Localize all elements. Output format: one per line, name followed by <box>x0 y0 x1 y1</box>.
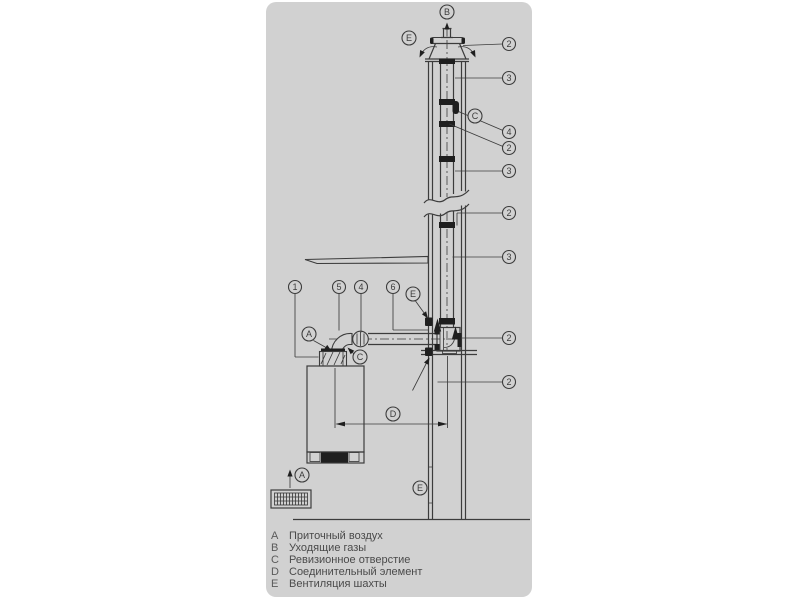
callout-A-mid: A <box>301 326 317 342</box>
callout-3-lower: 3 <box>501 249 517 265</box>
inspection-cover <box>452 101 459 114</box>
callout-2-shaft: 2 <box>501 374 517 390</box>
legend-item-D: D Соединительный элемент <box>271 566 422 578</box>
ceiling-line <box>304 255 429 265</box>
svg-text:1: 1 <box>292 282 297 292</box>
shaft-vent-out-arrows <box>419 46 476 58</box>
legend-label: Ревизионное отверстие <box>289 554 411 566</box>
legend-item-A: A Приточный воздух <box>271 530 422 542</box>
callout-2-tee: 2 <box>501 330 517 346</box>
svg-text:3: 3 <box>506 73 511 83</box>
callout-5: 5 <box>331 279 347 295</box>
svg-text:3: 3 <box>506 166 511 176</box>
svg-text:2: 2 <box>506 333 511 343</box>
svg-text:E: E <box>410 289 416 299</box>
svg-text:E: E <box>406 33 412 43</box>
callout-2-cap: 2 <box>501 36 517 52</box>
callout-C-inspection: C <box>467 108 483 124</box>
callout-E-shaft: E <box>412 480 428 496</box>
svg-text:D: D <box>390 409 397 419</box>
callout-6: 6 <box>385 279 401 295</box>
callout-E-top: E <box>401 30 417 46</box>
legend-key: B <box>271 542 279 554</box>
svg-text:2: 2 <box>506 39 511 49</box>
svg-text:4: 4 <box>358 282 363 292</box>
svg-text:A: A <box>306 329 312 339</box>
svg-text:4: 4 <box>506 127 511 137</box>
callout-1: 1 <box>287 279 303 295</box>
legend-label: Приточный воздух <box>289 530 383 542</box>
svg-text:2: 2 <box>506 143 511 153</box>
legend-key: E <box>271 578 279 590</box>
supply-air-grille <box>270 489 312 509</box>
callout-E-mid: E <box>405 286 421 302</box>
callout-2-mid: 2 <box>501 205 517 221</box>
svg-text:E: E <box>417 483 423 493</box>
svg-text:2: 2 <box>506 377 511 387</box>
callout-B-exhaust: B <box>439 4 455 20</box>
callout-2-upper: 2 <box>501 140 517 156</box>
callout-A-bottom: A <box>294 467 310 483</box>
dimension-D <box>335 356 448 428</box>
legend-label: Уходящие газы <box>289 542 367 554</box>
callout-C-elbow: C <box>352 349 368 365</box>
supply-air-arrow <box>287 469 293 488</box>
svg-text:C: C <box>472 111 479 121</box>
callout-4-mid: 4 <box>353 279 369 295</box>
flue-pipe <box>439 40 455 351</box>
legend-item-B: B Уходящие газы <box>271 542 422 554</box>
legend-key: C <box>271 554 279 566</box>
svg-text:6: 6 <box>390 282 395 292</box>
svg-text:5: 5 <box>336 282 341 292</box>
svg-text:2: 2 <box>506 208 511 218</box>
support-tee <box>421 317 477 356</box>
svg-text:B: B <box>444 7 450 17</box>
diagram-panel <box>266 2 532 597</box>
legend-item-C: C Ревизионное отверстие <box>271 554 422 566</box>
break-symbol <box>423 189 470 218</box>
legend-key: D <box>271 566 279 578</box>
legend: A Приточный воздух B Уходящие газы C Рев… <box>271 530 422 590</box>
callout-4-upper: 4 <box>501 124 517 140</box>
callout-3-upper: 3 <box>501 70 517 86</box>
leader-lines <box>294 43 504 391</box>
exhaust-flow-arrow <box>444 22 450 37</box>
legend-item-E: E Вентиляция шахты <box>271 578 422 590</box>
callout-3-mid: 3 <box>501 163 517 179</box>
legend-label: Вентиляция шахты <box>289 578 387 590</box>
legend-label: Соединительный элемент <box>289 566 423 578</box>
callout-D-dimension: D <box>385 406 401 422</box>
callouts: B E 2 3 C 4 2 3 2 3 1 5 <box>287 4 517 496</box>
legend-key: A <box>271 530 279 542</box>
svg-text:3: 3 <box>506 252 511 262</box>
svg-text:A: A <box>299 470 305 480</box>
chimney-cap <box>428 27 467 60</box>
boiler <box>306 365 365 464</box>
svg-text:C: C <box>357 352 364 362</box>
connecting-pipe <box>318 330 459 367</box>
